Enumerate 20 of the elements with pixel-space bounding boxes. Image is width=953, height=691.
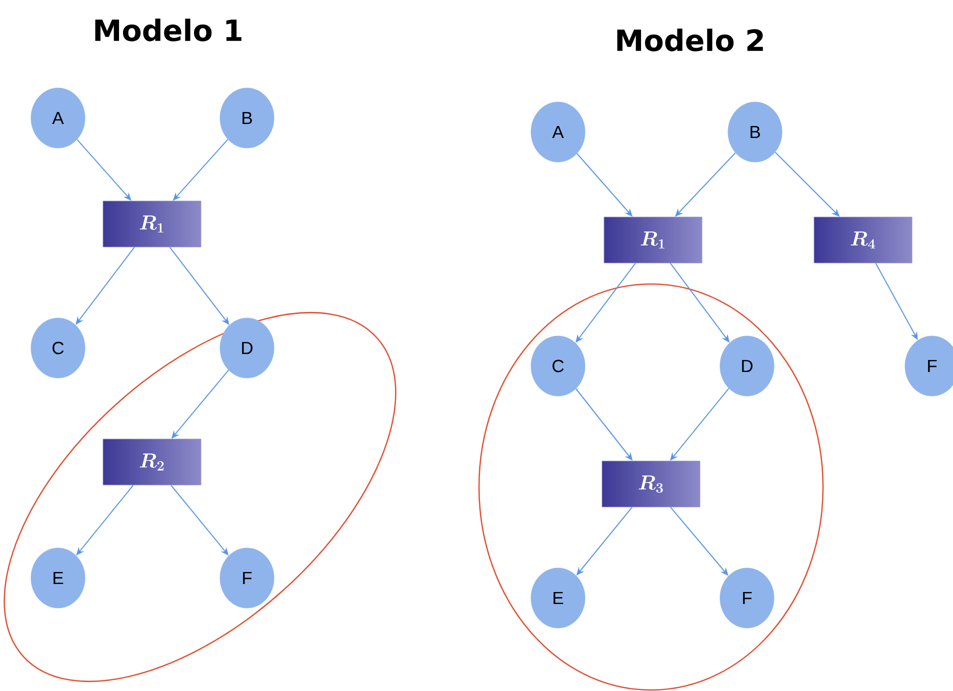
circle-node: D [220, 318, 274, 378]
circle-node: E [530, 568, 586, 628]
circle-node: C [530, 336, 586, 396]
reaction-box: $R_2$ [102, 438, 202, 486]
model-title: Modelo 2 [617, 28, 763, 52]
circle-node: A [530, 102, 586, 162]
circle-node: B [728, 102, 782, 162]
circle-node: D [720, 336, 774, 396]
circle-node: E [30, 548, 86, 608]
circle-node: F [720, 568, 774, 628]
reaction-box: $R_4$ [814, 216, 912, 264]
circle-node: A [30, 88, 86, 148]
reaction-box: $R_1$ [604, 216, 702, 264]
circle-node: B [220, 88, 274, 148]
circle-node: F [904, 336, 953, 396]
circle-node: C [30, 318, 86, 378]
reaction-box: $R_3$ [602, 460, 700, 508]
reaction-box: $R_1$ [102, 200, 202, 248]
model-title: Modelo 1 [95, 18, 242, 42]
circle-node: F [220, 548, 274, 608]
